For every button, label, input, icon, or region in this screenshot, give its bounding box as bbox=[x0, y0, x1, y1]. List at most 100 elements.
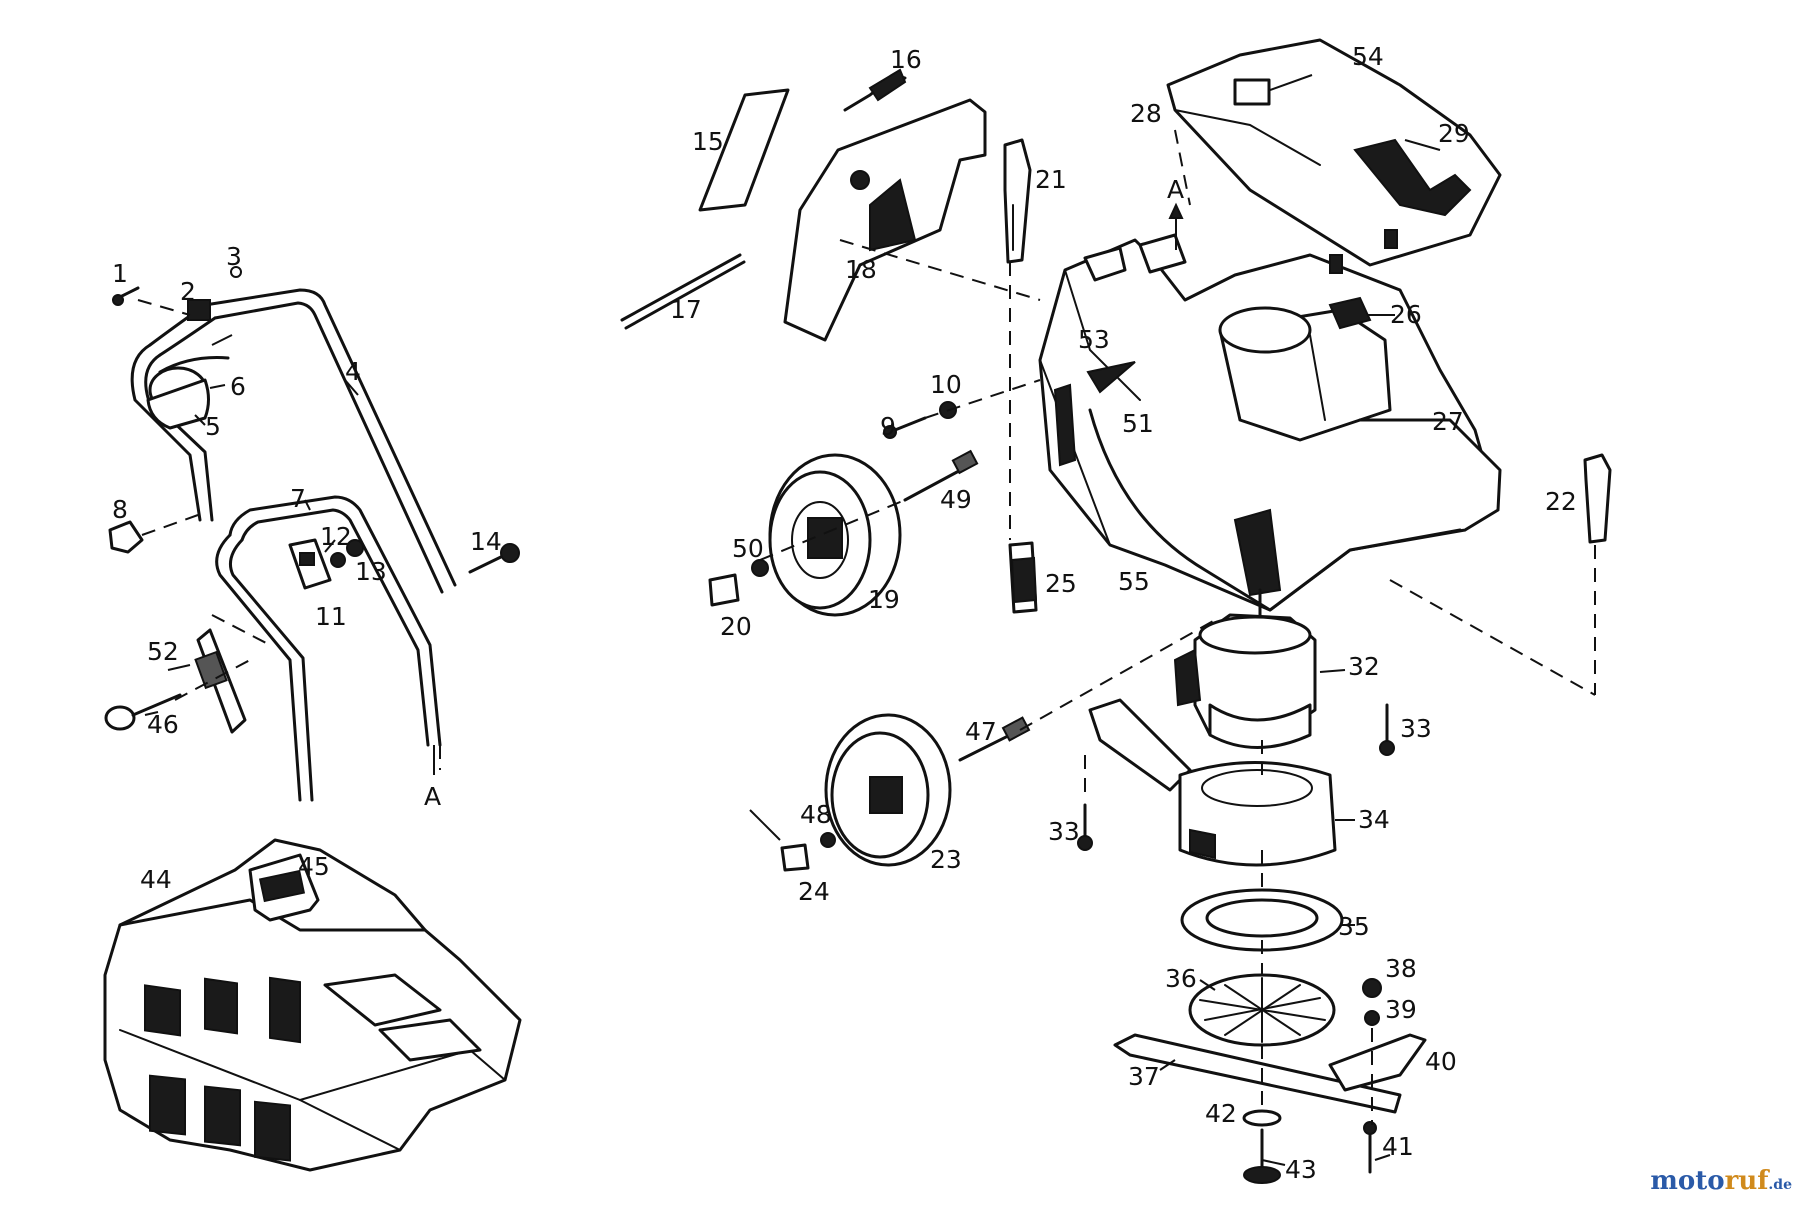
wheel-nut-48 bbox=[820, 832, 836, 848]
rear-socket bbox=[1138, 233, 1187, 274]
label-41: 41 bbox=[1382, 1132, 1414, 1161]
bolt-14 bbox=[468, 553, 507, 574]
label-46: 46 bbox=[147, 710, 179, 739]
label-20: 20 bbox=[720, 612, 752, 641]
label-27: 27 bbox=[1432, 407, 1464, 436]
wheel-cap-24 bbox=[780, 843, 810, 872]
label-25: 25 bbox=[1045, 569, 1077, 598]
label-24: 24 bbox=[798, 877, 830, 906]
upper-handle-left-leg bbox=[130, 343, 202, 522]
label-17: 17 bbox=[670, 295, 702, 324]
handle-assembly: A bbox=[104, 266, 520, 811]
label-21: 21 bbox=[1035, 165, 1067, 194]
reference-mark-a-right: A bbox=[1167, 175, 1184, 204]
label-5: 5 bbox=[205, 412, 221, 441]
label-28: 28 bbox=[1130, 99, 1162, 128]
lower-handle-bar bbox=[228, 495, 442, 747]
label-6: 6 bbox=[230, 372, 246, 401]
label-plate-15 bbox=[698, 88, 790, 212]
label-13: 13 bbox=[355, 557, 387, 586]
cover-clip-26 bbox=[1328, 296, 1372, 330]
handle-knob bbox=[108, 520, 144, 554]
part-labels: 1 2 3 4 5 6 7 8 9 10 11 12 13 14 15 16 1… bbox=[112, 42, 1577, 1184]
watermark-accent: ruf bbox=[1724, 1166, 1769, 1196]
label-39: 39 bbox=[1385, 995, 1417, 1024]
rear-wheel bbox=[780, 619, 1216, 872]
label-38: 38 bbox=[1385, 954, 1417, 983]
side-bracket-22 bbox=[1583, 453, 1612, 544]
deck-skirt bbox=[1088, 408, 1462, 612]
label-15: 15 bbox=[692, 127, 724, 156]
label-33-right: 33 bbox=[1400, 714, 1432, 743]
wheel-cap-20 bbox=[708, 573, 740, 607]
blade-bracket-40 bbox=[1328, 1033, 1427, 1092]
label-34: 34 bbox=[1358, 805, 1390, 834]
watermark-suffix: .de bbox=[1768, 1177, 1792, 1193]
clip-nut bbox=[330, 552, 346, 568]
label-7: 7 bbox=[290, 484, 306, 513]
fan-housing-34 bbox=[1178, 761, 1337, 867]
label-8: 8 bbox=[112, 495, 128, 524]
axle-rod-17 bbox=[620, 253, 742, 322]
label-40: 40 bbox=[1425, 1047, 1457, 1076]
washer-38 bbox=[1362, 978, 1382, 998]
motor-blade-stack bbox=[1077, 588, 1427, 1184]
flap-assembly bbox=[620, 68, 1032, 342]
top-cover bbox=[1166, 38, 1502, 330]
motor-bracket-34 bbox=[1088, 698, 1192, 792]
reference-mark-a-left: A bbox=[424, 782, 441, 811]
top-cover-shell bbox=[1166, 38, 1502, 267]
screw-9 bbox=[893, 416, 927, 432]
label-9: 9 bbox=[880, 412, 896, 441]
grass-catcher bbox=[103, 838, 522, 1172]
label-35: 35 bbox=[1338, 912, 1370, 941]
side-socket bbox=[1083, 246, 1127, 282]
label-37: 37 bbox=[1128, 1062, 1160, 1091]
callout-leaders bbox=[144, 74, 1441, 1166]
label-2: 2 bbox=[180, 277, 196, 306]
clamp bbox=[187, 299, 211, 321]
label-32: 32 bbox=[1348, 652, 1380, 681]
misc-parts: A bbox=[839, 129, 1612, 696]
label-33-left: 33 bbox=[1048, 817, 1080, 846]
label-26: 26 bbox=[1390, 300, 1422, 329]
label-1: 1 bbox=[112, 259, 128, 288]
label-3: 3 bbox=[226, 242, 242, 271]
pivot-bolt-head bbox=[104, 705, 136, 731]
label-18: 18 bbox=[845, 255, 877, 284]
label-11: 11 bbox=[315, 602, 347, 631]
label-55: 55 bbox=[1118, 567, 1150, 596]
label-47: 47 bbox=[965, 717, 997, 746]
side-bracket-21 bbox=[1003, 138, 1032, 264]
washer-39 bbox=[1364, 1010, 1380, 1026]
label-51: 51 bbox=[1122, 409, 1154, 438]
watermark-brand: moto bbox=[1650, 1166, 1725, 1196]
label-54: 54 bbox=[1352, 42, 1384, 71]
label-49: 49 bbox=[940, 485, 972, 514]
switch-lever bbox=[158, 356, 230, 374]
label-14: 14 bbox=[470, 527, 502, 556]
cover-label bbox=[1233, 78, 1271, 106]
label-48: 48 bbox=[800, 800, 832, 829]
front-wheel bbox=[708, 449, 979, 617]
label-10: 10 bbox=[930, 370, 962, 399]
label-53: 53 bbox=[1078, 325, 1110, 354]
label-44: 44 bbox=[140, 865, 172, 894]
mower-deck bbox=[1038, 233, 1502, 612]
label-12: 12 bbox=[320, 522, 352, 551]
label-16: 16 bbox=[890, 45, 922, 74]
label-23: 23 bbox=[930, 845, 962, 874]
upper-handle-bar bbox=[203, 288, 457, 587]
label-50: 50 bbox=[732, 534, 764, 563]
label-42: 42 bbox=[1205, 1099, 1237, 1128]
label-52: 52 bbox=[147, 637, 179, 666]
label-22: 22 bbox=[1545, 487, 1577, 516]
motor-opening bbox=[1218, 306, 1312, 354]
watermark-logo: motoruf.de bbox=[1650, 1166, 1792, 1196]
label-29: 29 bbox=[1438, 119, 1470, 148]
label-43: 43 bbox=[1285, 1155, 1317, 1184]
cover-vent bbox=[1353, 138, 1472, 217]
blade-washer-42 bbox=[1242, 1109, 1282, 1127]
cutting-blade-37 bbox=[1113, 1033, 1402, 1114]
